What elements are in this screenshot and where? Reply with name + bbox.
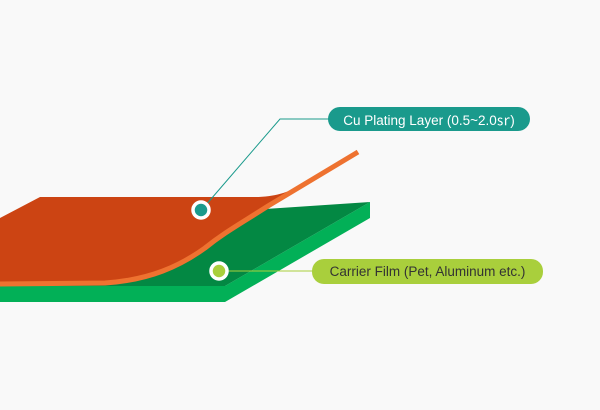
carrier-film-label: Carrier Film (Pet, Aluminum etc.): [312, 259, 543, 284]
carrier-marker-dot: [209, 261, 229, 281]
carrier-film-side: [0, 202, 370, 302]
carrier-film-text: Carrier Film (Pet, Aluminum etc.): [329, 264, 526, 279]
cu-plating-layer-label: Cu Plating Layer (0.5~2.0㏛): [328, 107, 530, 131]
cu-leader-line: [204, 118, 330, 207]
cu-marker-dot: [191, 200, 211, 220]
cu-plating-layer-text: Cu Plating Layer (0.5~2.0㏛): [343, 113, 515, 128]
copper-layer-face: [0, 186, 300, 284]
copper-layer-edge: [0, 149, 360, 287]
